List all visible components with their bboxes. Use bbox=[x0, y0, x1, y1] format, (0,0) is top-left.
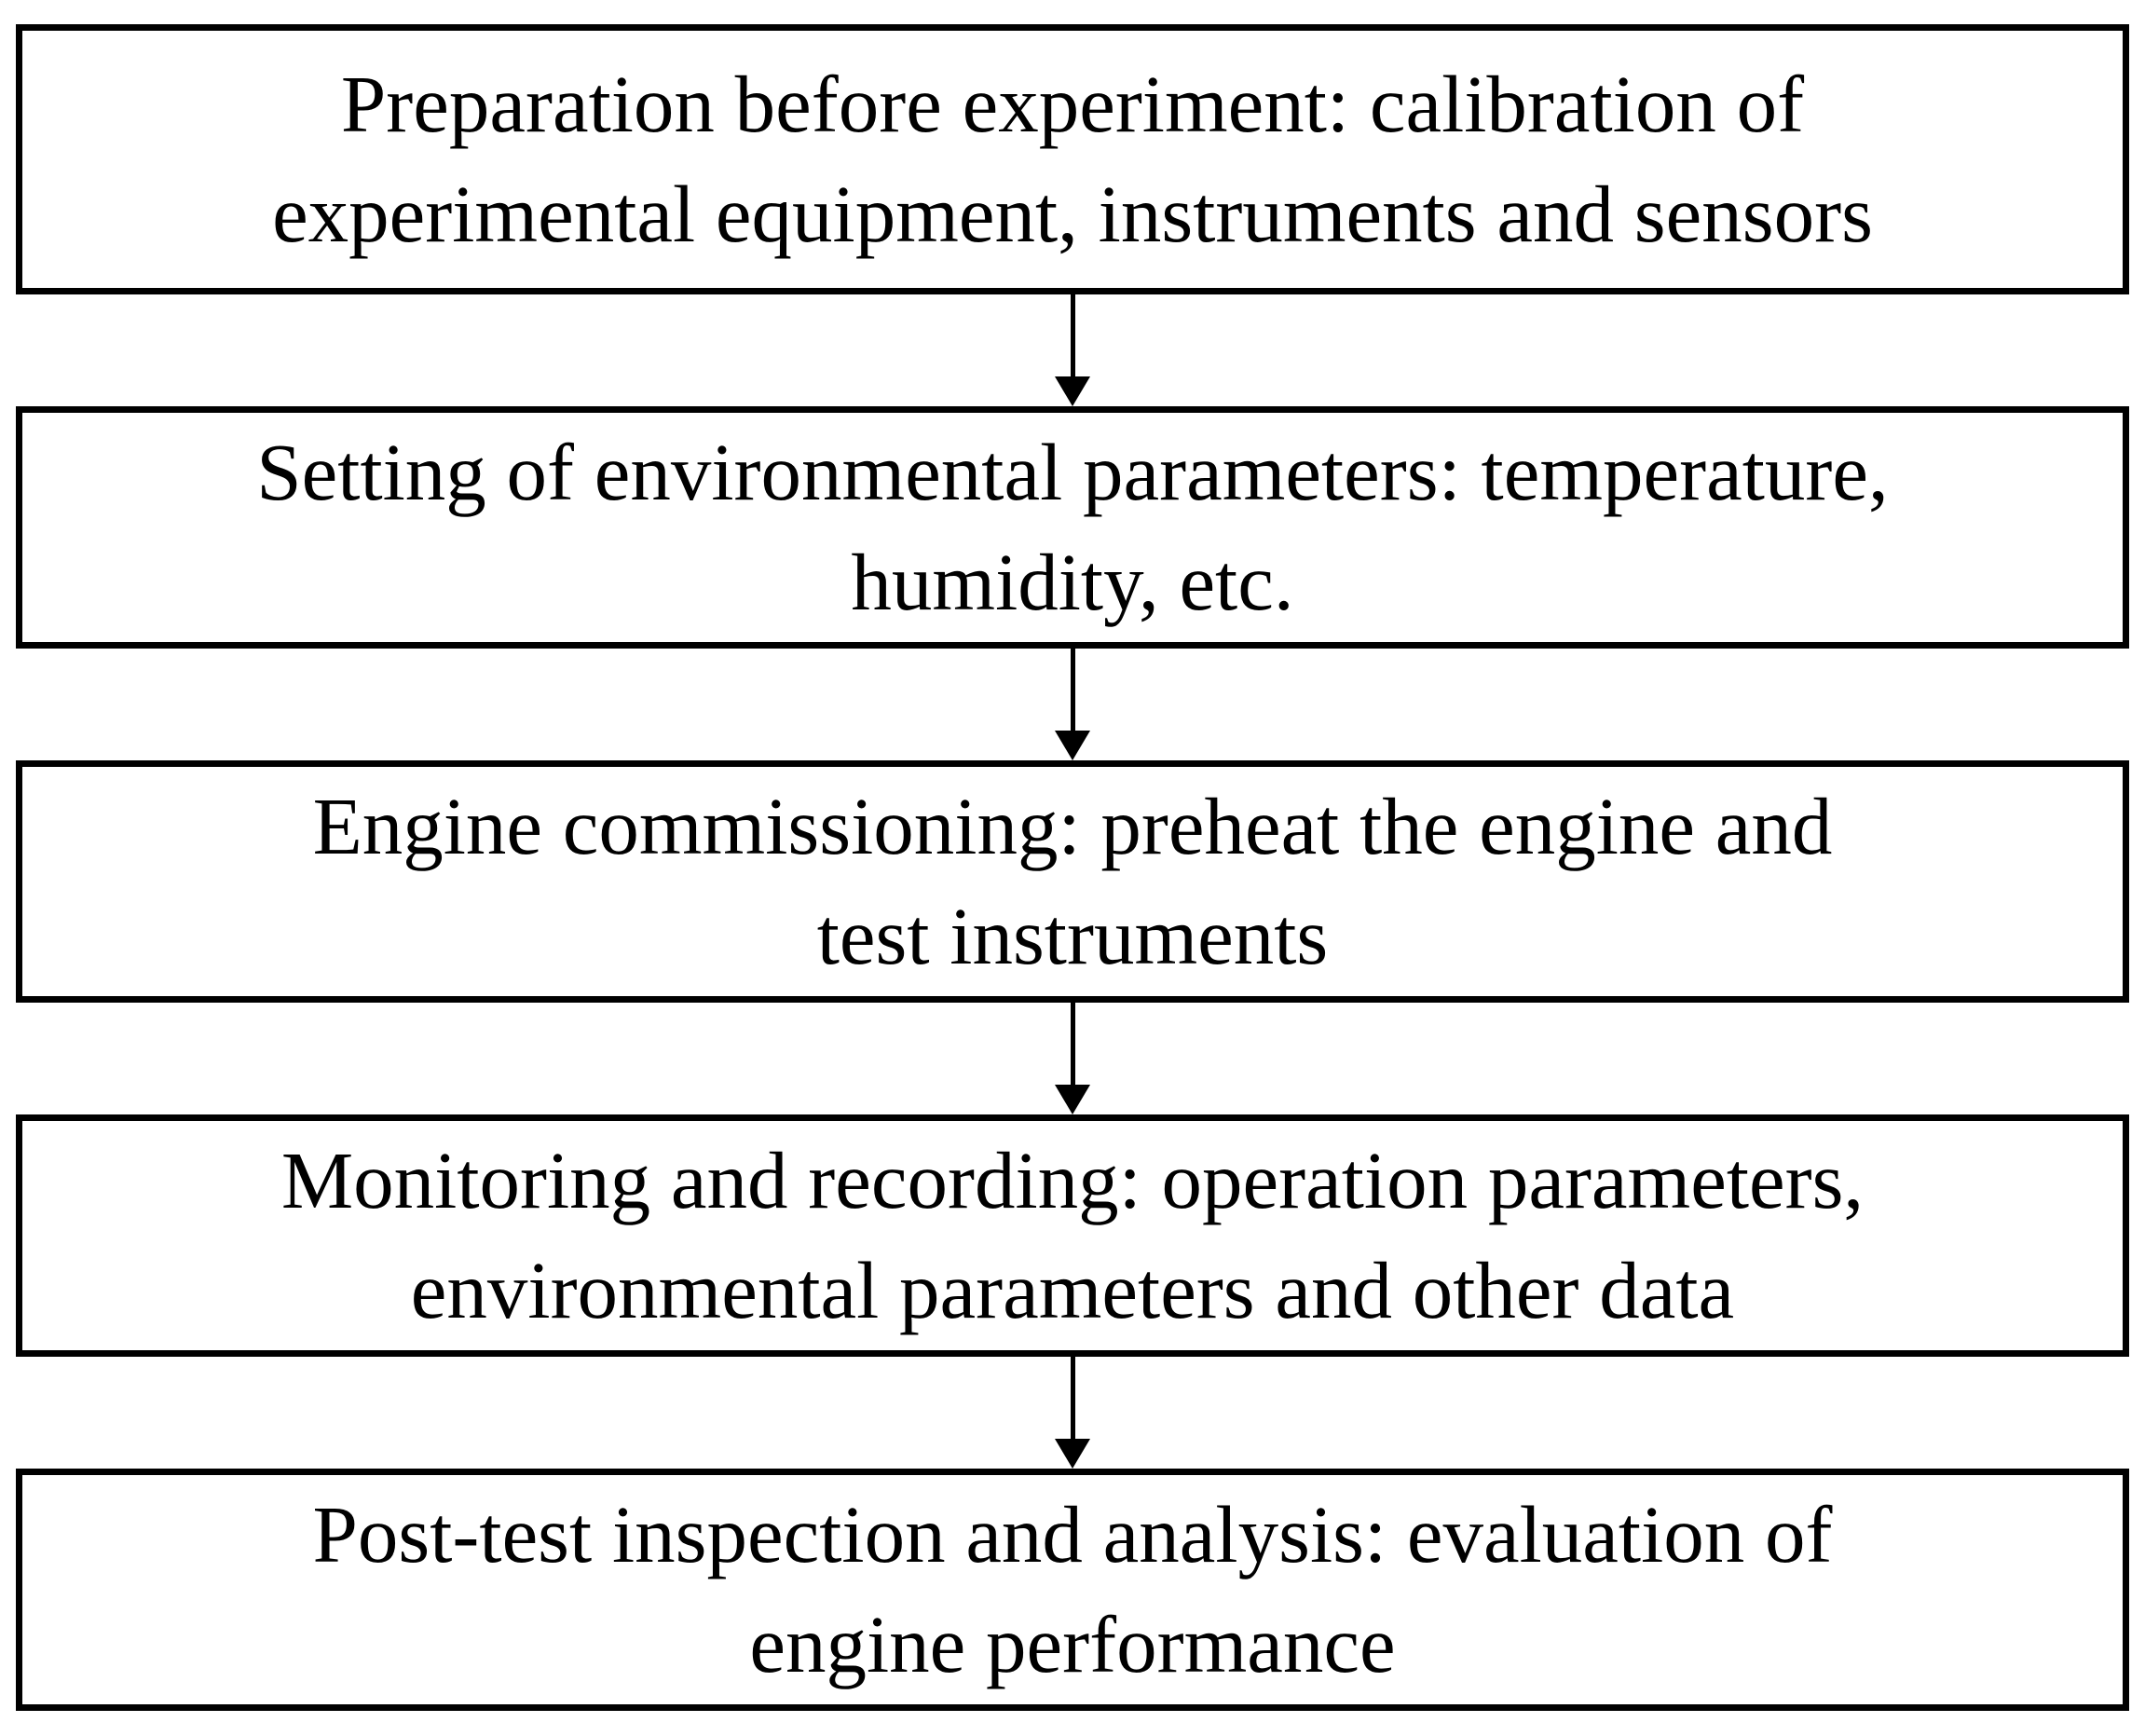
step-4-text-line-2: environmental parameters and other data bbox=[410, 1245, 1735, 1335]
step-5-text-line-2: engine performance bbox=[749, 1599, 1396, 1689]
arrow-stem bbox=[1070, 1003, 1075, 1085]
arrow-head bbox=[1055, 376, 1090, 406]
down-arrow-icon bbox=[1055, 294, 1090, 406]
step-1-box: Preparation before experiment: calibrati… bbox=[16, 24, 2129, 294]
arrow-head bbox=[1055, 731, 1090, 760]
step-2-text-line-2: humidity, etc. bbox=[851, 537, 1294, 627]
step-1-text-line-1: Preparation before experiment: calibrati… bbox=[340, 59, 1805, 149]
step-4-text-line-1: Monitoring and recording: operation para… bbox=[280, 1135, 1865, 1225]
arrow-stem bbox=[1070, 1357, 1075, 1439]
step-2-box: Setting of environmental parameters: tem… bbox=[16, 406, 2129, 649]
step-4-box: Monitoring and recording: operation para… bbox=[16, 1114, 2129, 1357]
down-arrow-icon bbox=[1055, 649, 1090, 760]
step-5-text-line-1: Post-test inspection and analysis: evalu… bbox=[312, 1489, 1833, 1579]
arrow-head bbox=[1055, 1439, 1090, 1469]
step-3-text-line-2: test instruments bbox=[816, 891, 1329, 981]
down-arrow-icon bbox=[1055, 1003, 1090, 1114]
arrow-stem bbox=[1070, 294, 1075, 376]
step-2-text-line-1: Setting of environmental parameters: tem… bbox=[256, 427, 1889, 517]
arrow-head bbox=[1055, 1085, 1090, 1114]
step-5-box: Post-test inspection and analysis: evalu… bbox=[16, 1469, 2129, 1711]
down-arrow-icon bbox=[1055, 1357, 1090, 1469]
step-3-box: Engine commissioning: preheat the engine… bbox=[16, 760, 2129, 1003]
arrow-stem bbox=[1070, 649, 1075, 731]
step-3-text-line-1: Engine commissioning: preheat the engine… bbox=[312, 781, 1833, 871]
step-1-text-line-2: experimental equipment, instruments and … bbox=[272, 169, 1873, 259]
